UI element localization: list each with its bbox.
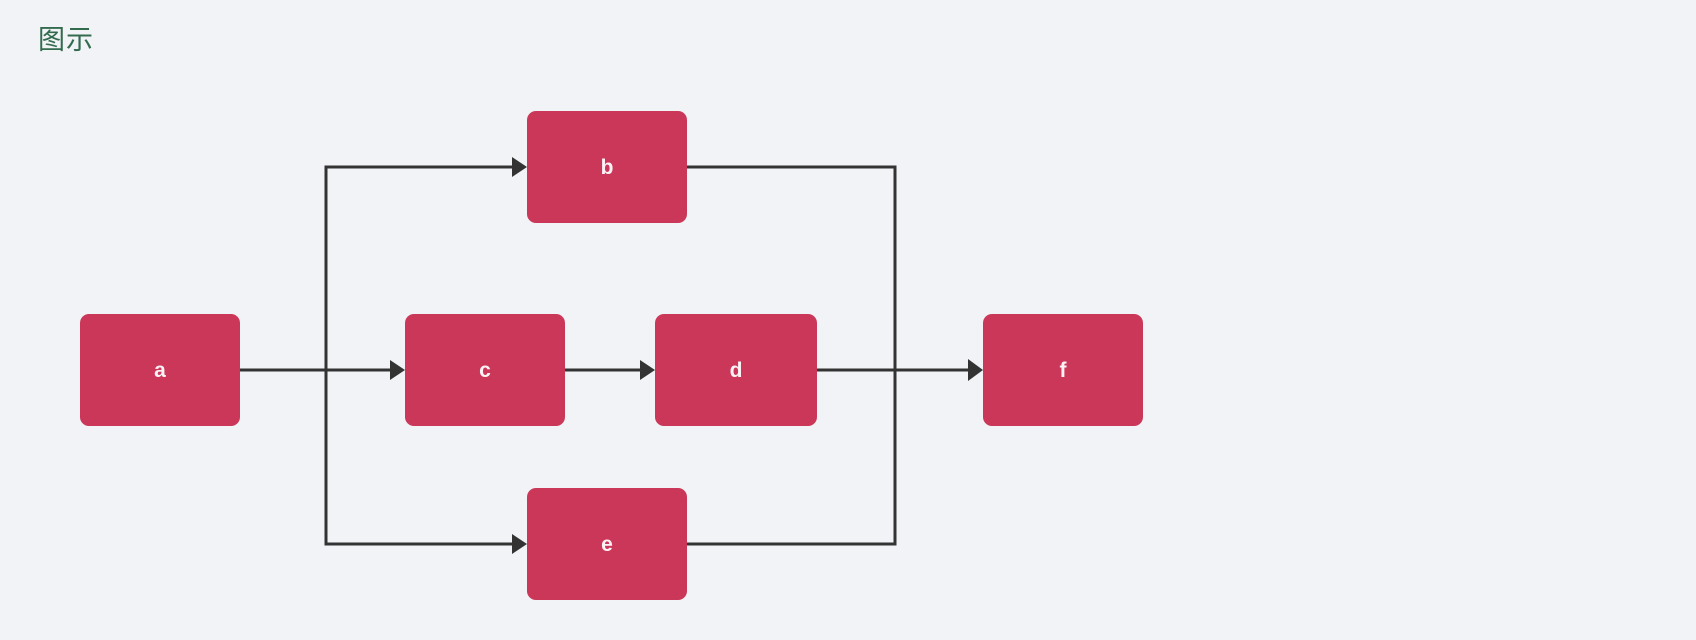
graph-node-f[interactable]: f <box>983 314 1143 426</box>
arrowhead-icon <box>512 534 527 554</box>
arrowhead-icon <box>390 360 405 380</box>
edge-a-to-b <box>324 157 527 370</box>
graph-node-label: c <box>479 358 491 382</box>
arrowhead-icon <box>512 157 527 177</box>
edge-a-to-e <box>324 370 527 554</box>
edge-e-to-f <box>687 370 897 546</box>
edge-c-to-d <box>565 360 655 380</box>
edge-d-to-f <box>817 359 983 381</box>
graph-node-label: a <box>154 358 166 382</box>
graph-node-d[interactable]: d <box>655 314 817 426</box>
graph-node-c[interactable]: c <box>405 314 565 426</box>
graph-node-label: e <box>601 532 613 556</box>
edge-b-to-f <box>687 165 897 370</box>
graph-node-e[interactable]: e <box>527 488 687 600</box>
graph-node-label: b <box>600 155 614 179</box>
graph-node-label: f <box>1059 358 1067 382</box>
arrowhead-icon <box>640 360 655 380</box>
arrowhead-icon <box>968 359 983 381</box>
page-title: 图示 <box>38 25 94 55</box>
graph-node-b[interactable]: b <box>527 111 687 223</box>
edge-a-to-c <box>240 360 405 380</box>
graph-node-a[interactable]: a <box>80 314 240 426</box>
graph-node-label: d <box>729 358 743 382</box>
